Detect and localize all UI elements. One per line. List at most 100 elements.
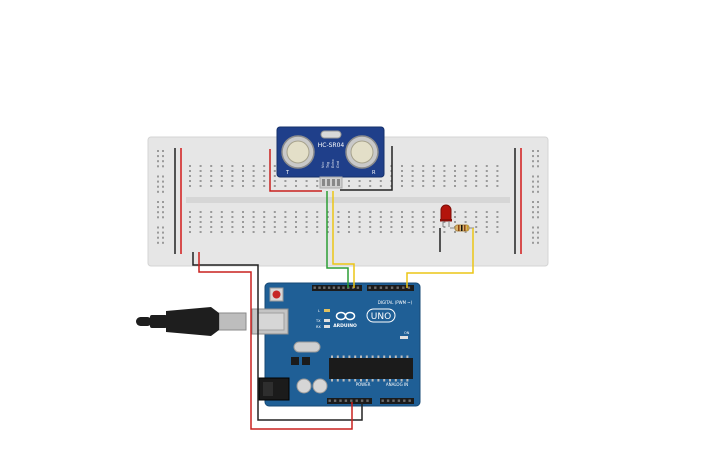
breadboard-hole[interactable] (411, 231, 414, 233)
breadboard-hole[interactable] (316, 216, 319, 218)
breadboard-hole[interactable] (263, 165, 266, 167)
breadboard-hole[interactable] (263, 216, 266, 218)
breadboard-hole[interactable] (422, 221, 425, 223)
breadboard-hole[interactable] (284, 180, 287, 182)
breadboard-hole[interactable] (390, 226, 393, 228)
breadboard-hole[interactable] (295, 221, 297, 223)
breadboard-hole[interactable] (475, 221, 478, 223)
header-socket[interactable] (339, 399, 342, 402)
breadboard-hole[interactable] (231, 216, 234, 218)
resistor[interactable] (450, 224, 474, 232)
breadboard-hole[interactable] (305, 180, 308, 182)
breadboard-hole[interactable] (189, 175, 191, 177)
breadboard-hole[interactable] (284, 221, 287, 223)
header-socket[interactable] (386, 399, 390, 402)
breadboard-hole[interactable] (369, 221, 372, 223)
breadboard-hole[interactable] (273, 170, 276, 172)
breadboard-hole[interactable] (422, 216, 425, 218)
rail-hole[interactable] (532, 160, 534, 163)
rail-hole[interactable] (532, 241, 534, 244)
led[interactable] (440, 204, 452, 227)
breadboard-hole[interactable] (326, 231, 329, 233)
breadboard-hole[interactable] (348, 216, 350, 218)
breadboard-hole[interactable] (220, 175, 223, 177)
analog-header[interactable] (380, 398, 414, 404)
breadboard-hole[interactable] (432, 165, 435, 167)
breadboard-hole[interactable] (464, 165, 467, 167)
breadboard-hole[interactable] (252, 216, 255, 218)
breadboard-hole[interactable] (422, 170, 425, 172)
breadboard-hole[interactable] (199, 221, 202, 223)
breadboard-hole[interactable] (231, 175, 234, 177)
breadboard-hole[interactable] (432, 180, 435, 182)
breadboard-hole[interactable] (443, 185, 446, 187)
breadboard-hole[interactable] (464, 211, 467, 213)
header-socket[interactable] (360, 399, 364, 402)
breadboard-hole[interactable] (401, 185, 403, 187)
breadboard-hole[interactable] (464, 185, 467, 187)
breadboard-hole[interactable] (284, 185, 287, 187)
breadboard-hole[interactable] (485, 175, 488, 177)
wire-5v-arduino[interactable] (198, 252, 353, 430)
rail-hole[interactable] (157, 180, 159, 183)
breadboard-hole[interactable] (348, 185, 350, 187)
breadboard-hole[interactable] (305, 185, 308, 187)
breadboard-hole[interactable] (401, 226, 403, 228)
breadboard-hole[interactable] (454, 165, 456, 167)
breadboard-hole[interactable] (242, 211, 244, 213)
breadboard-hole[interactable] (210, 165, 213, 167)
wire-led[interactable] (406, 228, 474, 288)
breadboard-hole[interactable] (369, 231, 372, 233)
breadboard-hole[interactable] (231, 170, 234, 172)
rail-hole[interactable] (162, 216, 164, 219)
breadboard-hole[interactable] (496, 165, 499, 167)
rail-hole[interactable] (537, 190, 539, 193)
breadboard-hole[interactable] (305, 211, 308, 213)
breadboard-hole[interactable] (231, 231, 234, 233)
breadboard-hole[interactable] (443, 170, 446, 172)
breadboard-hole[interactable] (358, 211, 361, 213)
rail-hole[interactable] (532, 150, 534, 152)
breadboard-hole[interactable] (401, 165, 403, 167)
breadboard-hole[interactable] (189, 170, 191, 172)
breadboard-hole[interactable] (263, 211, 266, 213)
breadboard-hole[interactable] (454, 175, 456, 177)
breadboard-hole[interactable] (337, 221, 340, 223)
breadboard-hole[interactable] (432, 221, 435, 223)
breadboard-hole[interactable] (295, 216, 297, 218)
breadboard-hole[interactable] (454, 231, 456, 233)
rail-hole[interactable] (532, 155, 534, 158)
breadboard-hole[interactable] (432, 231, 435, 233)
breadboard-hole[interactable] (485, 185, 488, 187)
header-socket[interactable] (374, 286, 377, 289)
sensor-pin-vcc[interactable] (322, 179, 325, 186)
breadboard-hole[interactable] (189, 221, 191, 223)
breadboard-hole[interactable] (263, 180, 266, 182)
breadboard-hole[interactable] (379, 221, 382, 223)
breadboard-hole[interactable] (199, 216, 202, 218)
header-socket[interactable] (342, 286, 345, 289)
breadboard-hole[interactable] (252, 165, 255, 167)
breadboard-hole[interactable] (305, 226, 308, 228)
header-socket[interactable] (408, 399, 411, 402)
rail-hole[interactable] (162, 175, 164, 178)
usb-cable[interactable] (136, 307, 247, 336)
breadboard-hole[interactable] (263, 231, 266, 233)
breadboard-hole[interactable] (475, 180, 478, 182)
breadboard-hole[interactable] (210, 175, 213, 177)
breadboard-hole[interactable] (475, 165, 478, 167)
wire-sensor-vcc[interactable] (269, 149, 322, 192)
breadboard-hole[interactable] (485, 226, 488, 228)
rail-hole[interactable] (157, 201, 159, 203)
breadboard-hole[interactable] (348, 180, 350, 182)
breadboard-hole[interactable] (273, 165, 276, 167)
breadboard-hole[interactable] (475, 175, 478, 177)
breadboard-hole[interactable] (411, 180, 414, 182)
breadboard-hole[interactable] (443, 180, 446, 182)
breadboard-hole[interactable] (252, 185, 255, 187)
breadboard-hole[interactable] (411, 221, 414, 223)
breadboard-hole[interactable] (220, 180, 223, 182)
header-socket[interactable] (344, 399, 348, 402)
breadboard-hole[interactable] (199, 165, 202, 167)
breadboard-hole[interactable] (252, 175, 255, 177)
